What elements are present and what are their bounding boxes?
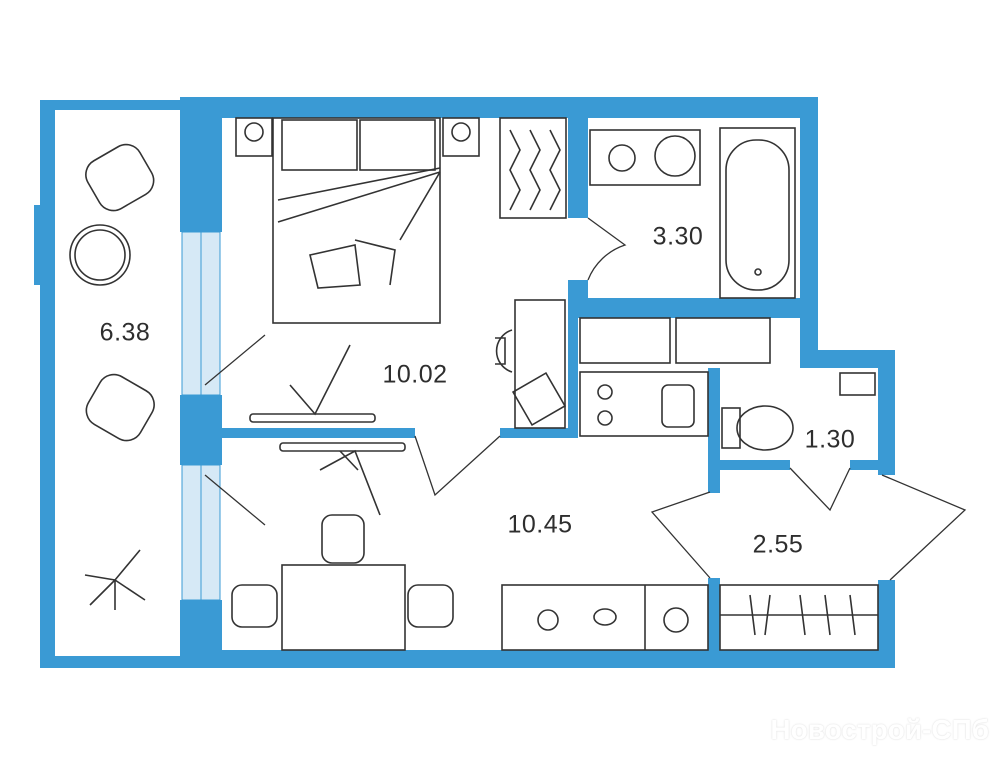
watermark: Новострой-СПб — [770, 714, 989, 745]
bed — [235, 117, 480, 324]
doors — [414, 217, 967, 581]
wc-fixtures — [721, 372, 876, 451]
balcony-furniture — [69, 143, 155, 610]
area-label-bedroom: 10.02 — [382, 360, 448, 389]
area-label-wc: 1.30 — [804, 425, 856, 454]
windows — [181, 231, 221, 601]
bathroom-fixtures — [589, 127, 796, 299]
interior-walls — [222, 118, 895, 658]
area-label-living-kitchen: 10.45 — [507, 510, 573, 539]
dining-set — [231, 514, 454, 651]
kitchen-counter — [501, 584, 709, 651]
desk — [495, 299, 567, 429]
window-light-lines — [204, 334, 266, 526]
tv-stands — [249, 344, 406, 516]
area-label-hallway: 2.55 — [752, 530, 804, 559]
balcony-walls — [34, 100, 180, 668]
area-label-balcony: 6.38 — [99, 318, 151, 347]
hall-wardrobe — [719, 584, 879, 651]
wardrobe — [499, 117, 567, 219]
kitchen-upper-cabinets — [579, 317, 771, 437]
area-label-bathroom: 3.30 — [652, 222, 704, 251]
